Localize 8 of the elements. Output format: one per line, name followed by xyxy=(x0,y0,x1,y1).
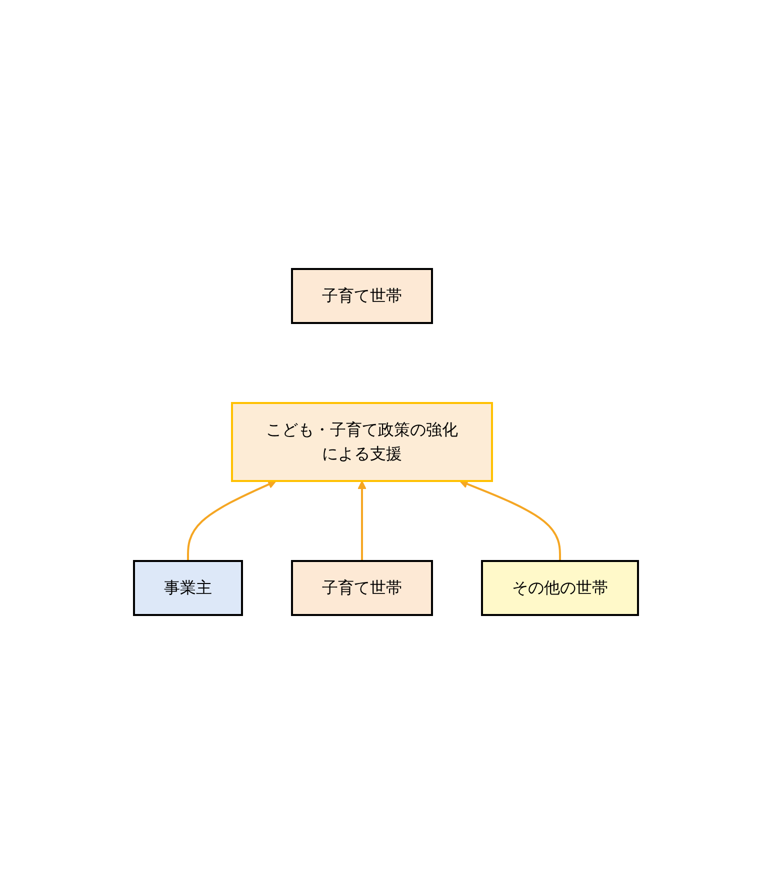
node-box: その他の世帯 xyxy=(480,560,638,616)
node-box: 子育て世帯 xyxy=(290,560,432,616)
node-box: 事業主 xyxy=(132,560,242,616)
arrow xyxy=(458,479,560,560)
node-box: こども・子育て政策の強化による支援 xyxy=(230,402,492,482)
arrow xyxy=(357,480,366,560)
arrow xyxy=(186,480,276,560)
node-box: 子育て世帯 xyxy=(290,268,432,324)
